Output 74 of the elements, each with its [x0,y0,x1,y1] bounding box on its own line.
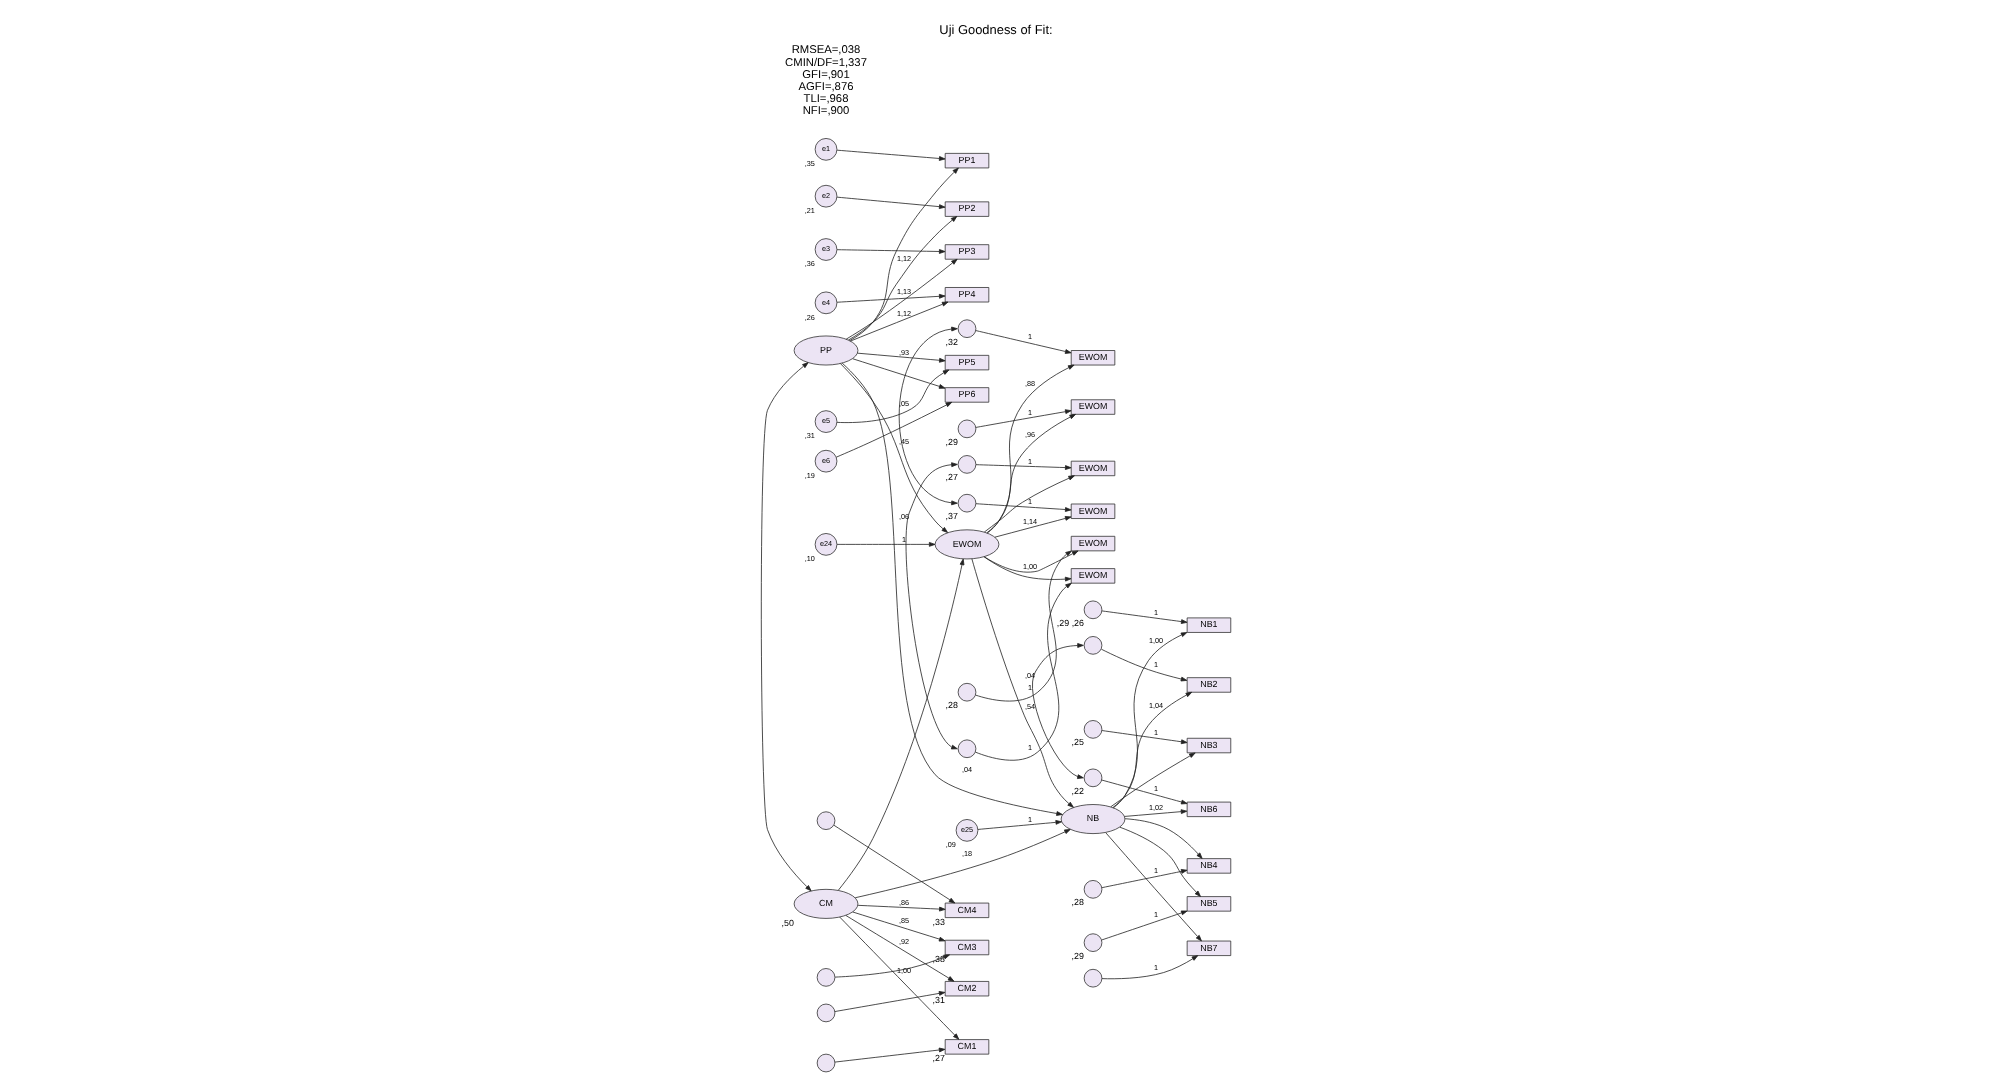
arrow [836,196,946,210]
arrow [971,558,1074,808]
arrow [845,258,958,340]
arrow [1105,832,1202,942]
node-circle [1083,720,1103,739]
arrow [836,293,946,303]
arrow [841,362,1063,816]
arrow [836,369,950,423]
node-circle [816,1003,836,1023]
arrow [834,991,946,1012]
node-circle [957,319,977,338]
arrow [1124,809,1188,817]
arrow [852,911,946,942]
arrow [845,915,955,982]
arrow [1101,779,1188,805]
arrow [1101,955,1199,980]
node-circle [816,1053,836,1073]
arrow [836,249,946,254]
arrow [975,409,1072,428]
arrow [977,819,1062,830]
node-circle [816,811,836,830]
arrow [836,149,946,161]
node-circle [957,682,977,702]
arrow [857,352,946,363]
arrow [986,364,1075,534]
node-circle [957,739,977,759]
arrow [905,462,958,750]
arrow [1101,730,1188,745]
arrow [834,1047,946,1063]
arrow [983,475,1075,533]
arrow [1101,910,1188,941]
node-circle [1083,636,1103,655]
node-circle [957,493,977,513]
arrow [1032,643,1084,779]
arrow [839,916,960,1040]
arrow [975,330,1072,354]
arrow [760,362,812,892]
node-circle [1083,933,1103,952]
arrow [975,503,1072,512]
node-circle [816,968,836,987]
arrow [834,954,950,978]
arrow [1101,648,1188,682]
arrow [854,829,1071,899]
arrow [839,363,948,533]
arrow [1113,632,1188,809]
arrow [983,556,1072,582]
arrow [1101,610,1188,624]
arrow [1110,752,1196,808]
arrow [849,167,959,342]
arrow [1101,869,1188,889]
arrow [975,464,1072,470]
node-circle [957,455,977,474]
arrow [975,582,1072,761]
arrow [836,401,953,458]
arrow [986,413,1076,534]
arrow [1112,691,1193,808]
node-circle [1083,968,1103,988]
node-circle [1083,880,1103,899]
arrow [848,216,958,341]
arrow [1119,826,1201,897]
arrow [983,550,1079,573]
arrow [857,904,946,912]
arrow [852,358,946,389]
arrow [833,824,956,904]
arrow [836,542,936,547]
node-circle [1083,600,1103,620]
arrow [898,326,958,506]
arrow [1124,818,1203,859]
arrow [975,550,1072,702]
arrow [994,516,1072,538]
node-circle [957,419,977,439]
arrow [850,301,949,342]
node-circle [1083,768,1103,788]
arrow [837,558,965,891]
